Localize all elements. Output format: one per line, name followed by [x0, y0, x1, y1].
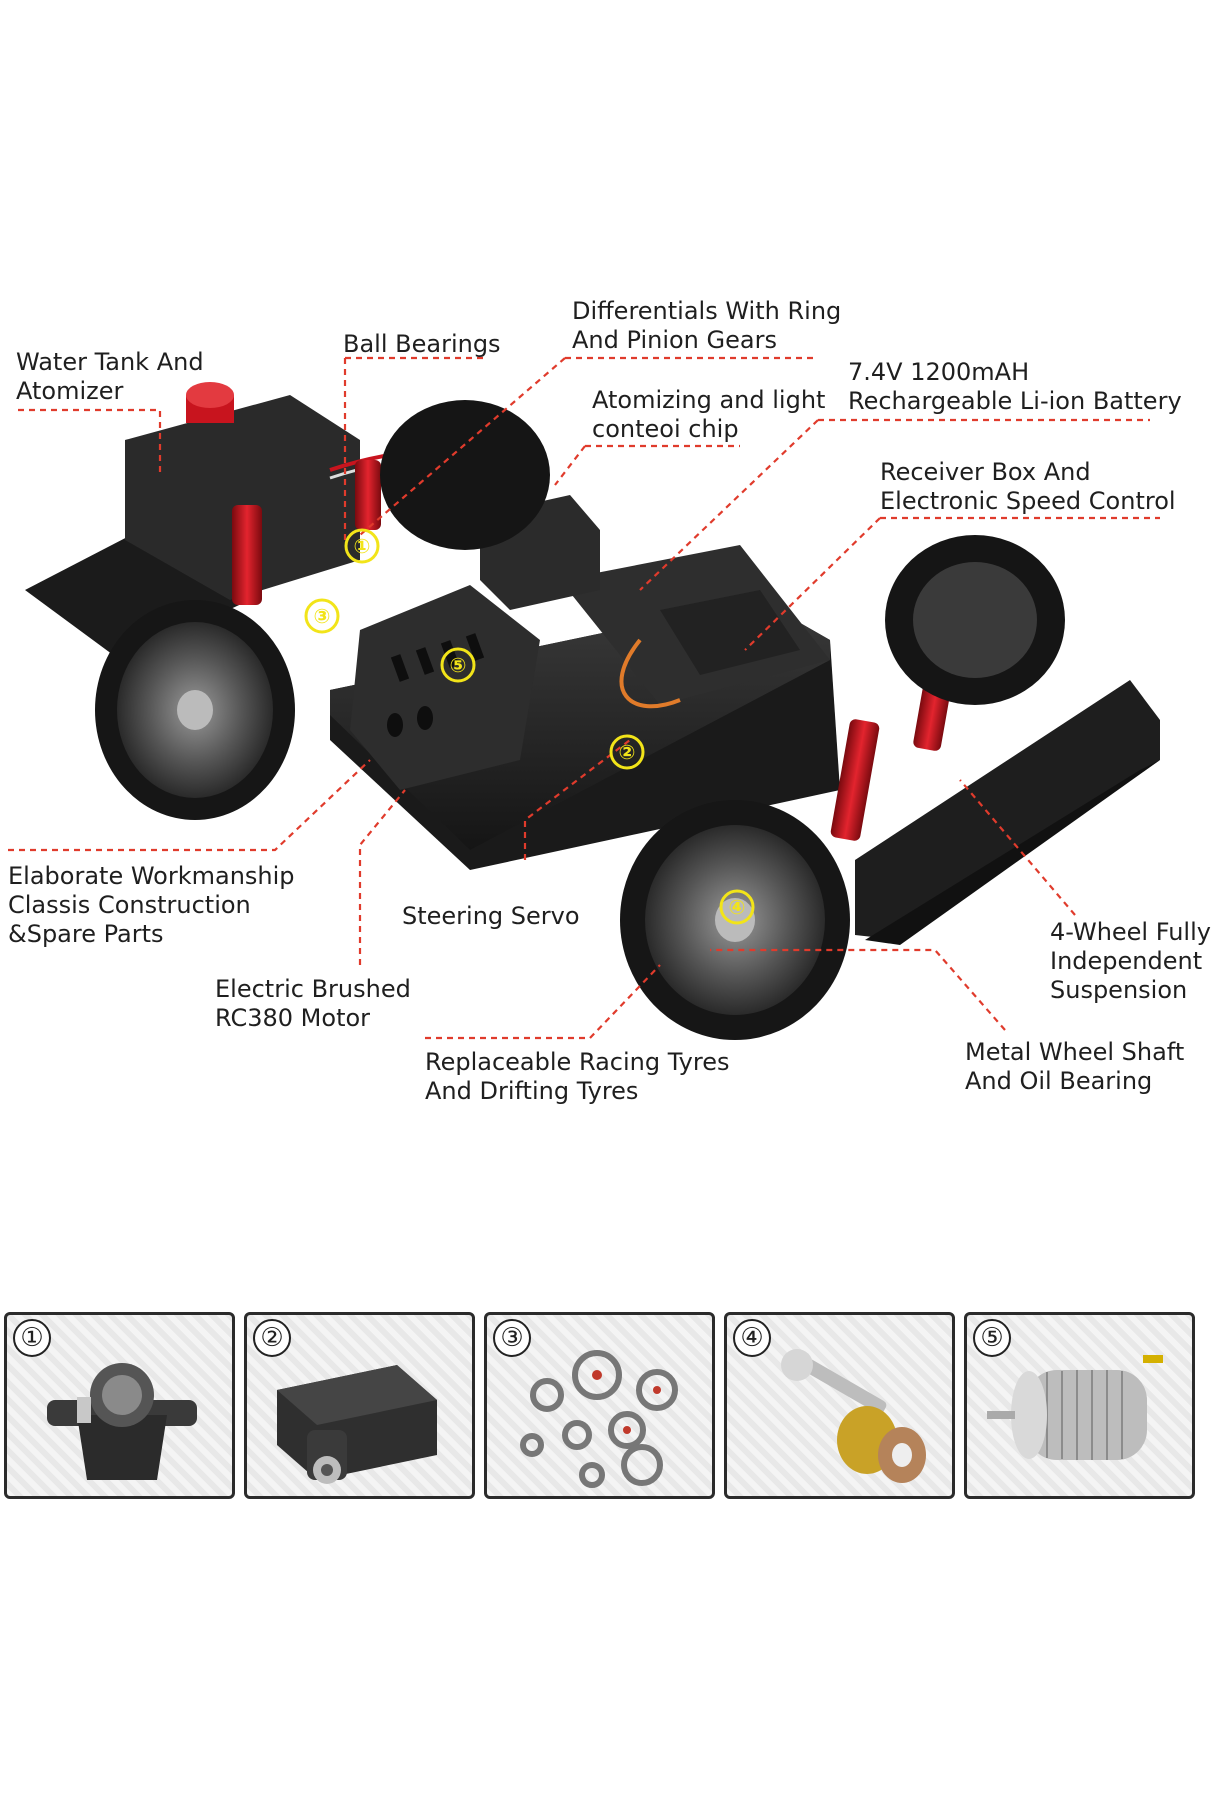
differential-gear-icon [47, 1363, 197, 1480]
thumbnail-3: ③ [484, 1312, 715, 1499]
svg-text:②: ② [619, 740, 636, 764]
car-exploded-diagram: ① ② ③ ④ ⑤ [8, 356, 1160, 1040]
thumbnail-5: ⑤ [964, 1312, 1195, 1499]
thumbnail-2: ② [244, 1312, 475, 1499]
thumbnail-number: ① [13, 1319, 51, 1357]
thumbnail-number: ④ [733, 1319, 771, 1357]
leader-lines [8, 356, 1160, 1040]
label-suspension: 4-Wheel Fully Independent Suspension [1050, 918, 1211, 1004]
thumbnail-4: ④ [724, 1312, 955, 1499]
label-receiver-box: Receiver Box And Electronic Speed Contro… [880, 458, 1176, 515]
brushed-motor-icon [987, 1355, 1163, 1460]
badge-2: ② [609, 734, 645, 770]
badge-1: ① [344, 528, 380, 564]
badge-3: ③ [304, 598, 340, 634]
label-atomizing-chip: Atomizing and light conteoi chip [592, 386, 826, 443]
label-battery: 7.4V 1200mAH Rechargeable Li-ion Battery [848, 358, 1182, 415]
parts-thumbnails: ① ② ③ ④ [4, 1312, 1195, 1499]
label-steering-servo: Steering Servo [402, 902, 580, 930]
label-ball-bearings: Ball Bearings [343, 330, 501, 358]
label-differentials: Differentials With Ring And Pinion Gears [572, 297, 842, 354]
svg-text:⑤: ⑤ [450, 653, 467, 677]
svg-text:④: ④ [729, 895, 746, 919]
wheels [95, 400, 1065, 1040]
ball-bearings-icon [520, 1350, 678, 1488]
label-tyres: Replaceable Racing Tyres And Drifting Ty… [425, 1048, 730, 1105]
badge-4: ④ [719, 889, 755, 925]
badge-5: ⑤ [440, 647, 476, 683]
thumbnail-number: ③ [493, 1319, 531, 1357]
wheel-shaft-icon [781, 1349, 926, 1483]
label-wheel-shaft: Metal Wheel Shaft And Oil Bearing [965, 1038, 1185, 1095]
thumbnail-number: ② [253, 1319, 291, 1357]
steering-servo-icon [277, 1365, 437, 1484]
label-water-tank: Water Tank And Atomizer [16, 348, 204, 405]
thumbnail-1: ① [4, 1312, 235, 1499]
svg-text:①: ① [354, 534, 371, 558]
label-workmanship: Elaborate Workmanship Classis Constructi… [8, 862, 295, 948]
svg-text:③: ③ [314, 604, 331, 628]
thumbnail-number: ⑤ [973, 1319, 1011, 1357]
label-motor: Electric Brushed RC380 Motor [215, 975, 411, 1032]
